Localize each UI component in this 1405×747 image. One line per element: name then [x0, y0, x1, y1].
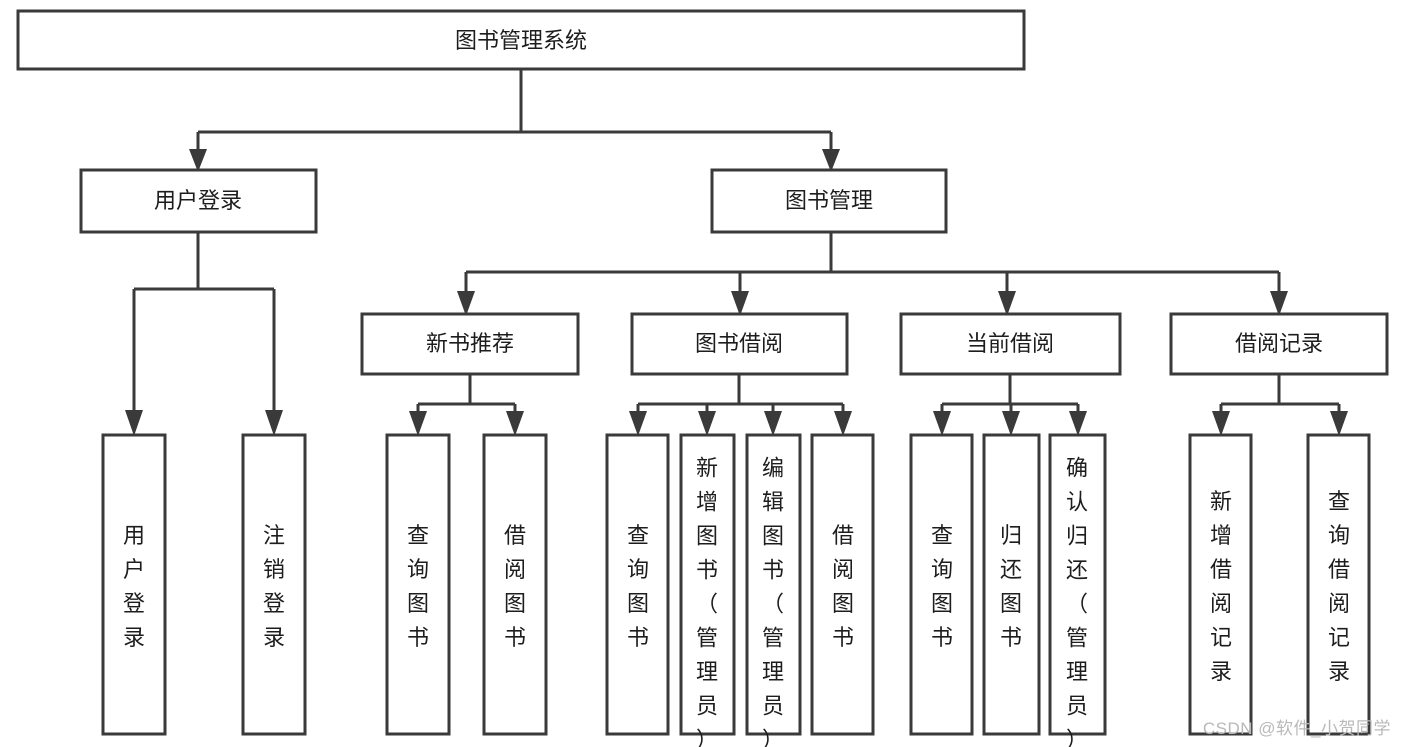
node-root[interactable]: 图书管理系统 [16, 9, 1026, 71]
arrow-to-current-borrow [998, 291, 1016, 316]
node-new-book-rec[interactable]: 新书推荐 [360, 312, 580, 376]
arrow-to-leaf-add-book [698, 411, 716, 436]
new-book-rec-label: 新书推荐 [426, 331, 514, 356]
node-leaf-add-record[interactable]: 新增借阅记录 [1188, 433, 1253, 736]
new-book-rec-box[interactable] [360, 312, 580, 376]
node-leaf-return-book[interactable]: 归还图书 [982, 433, 1041, 736]
leaf-layer: 用户登录 注销登录 查询图书 借阅图书 查询图书 新增图书（管理员） [101, 433, 1371, 747]
root-box[interactable] [16, 9, 1026, 71]
leaf-query-book-2-box[interactable] [605, 433, 670, 736]
arrow-to-borrow-record [1270, 291, 1288, 316]
leaf-borrow-book-2-box[interactable] [810, 433, 875, 736]
node-leaf-confirm-return[interactable]: 确认归还（管理员） [1048, 433, 1107, 747]
leaf-user-login-box[interactable] [101, 433, 167, 736]
leaf-add-book-label: 新增图书（管理员） [696, 456, 718, 747]
arrow-to-leaf-query-book-2 [629, 411, 647, 436]
arrow-to-leaf-query-book-3 [933, 411, 951, 436]
node-book-borrow[interactable]: 图书借阅 [630, 312, 849, 376]
leaf-query-book-1-box[interactable] [385, 433, 451, 736]
node-borrow-record[interactable]: 借阅记录 [1169, 312, 1389, 376]
user-login-label: 用户登录 [154, 188, 242, 213]
node-leaf-add-book[interactable]: 新增图书（管理员） [679, 433, 736, 747]
leaf-user-logout-box[interactable] [241, 433, 307, 736]
node-leaf-user-logout[interactable]: 注销登录 [241, 433, 307, 736]
leaf-query-book-1-label: 查询图书 [407, 523, 429, 650]
leaf-add-record-label: 新增借阅记录 [1210, 489, 1232, 684]
leaf-query-book-3-label: 查询图书 [931, 523, 953, 650]
leaf-user-login-label: 用户登录 [123, 523, 145, 650]
arrow-to-leaf-query-record [1330, 411, 1348, 436]
leaf-borrow-book-2-label: 借阅图书 [832, 523, 854, 650]
arrow-to-new-book-rec [457, 291, 475, 316]
node-current-borrow[interactable]: 当前借阅 [899, 312, 1122, 376]
leaf-add-book-box[interactable] [679, 433, 736, 736]
node-leaf-query-record[interactable]: 查询借阅记录 [1306, 433, 1371, 736]
node-user-login[interactable]: 用户登录 [79, 168, 318, 234]
node-leaf-query-book-1[interactable]: 查询图书 [385, 433, 451, 736]
leaf-query-book-3-box[interactable] [909, 433, 974, 736]
book-manage-box[interactable] [710, 168, 948, 234]
leaf-confirm-return-label: 确认归还（管理员） [1066, 456, 1088, 747]
leaf-borrow-book-1-box[interactable] [482, 433, 548, 736]
leaf-add-record-box[interactable] [1188, 433, 1253, 736]
user-login-box[interactable] [79, 168, 318, 234]
current-borrow-box[interactable] [899, 312, 1122, 376]
arrow-to-leaf-user-login [125, 410, 143, 436]
leaf-query-record-label: 查询借阅记录 [1328, 489, 1350, 684]
arrowhead-layer [125, 149, 1348, 436]
arrow-to-leaf-query-book-1 [409, 411, 427, 436]
book-borrow-label: 图书借阅 [695, 331, 783, 356]
node-leaf-borrow-book-1[interactable]: 借阅图书 [482, 433, 548, 736]
node-leaf-user-login[interactable]: 用户登录 [101, 433, 167, 736]
node-leaf-borrow-book-2[interactable]: 借阅图书 [810, 433, 875, 736]
current-borrow-label: 当前借阅 [966, 331, 1054, 356]
watermark-text: CSDN @软件_小贺同学 [1202, 719, 1391, 738]
leaf-return-book-box[interactable] [982, 433, 1041, 736]
arrow-to-leaf-add-record [1212, 411, 1230, 436]
book-manage-label: 图书管理 [785, 188, 873, 213]
leaf-confirm-return-box[interactable] [1048, 433, 1107, 736]
leaf-query-record-box[interactable] [1306, 433, 1371, 736]
arrow-to-leaf-confirm-return [1069, 411, 1087, 436]
leaf-borrow-book-1-label: 借阅图书 [504, 523, 526, 650]
leaf-edit-book-box[interactable] [745, 433, 802, 736]
borrow-record-label: 借阅记录 [1235, 331, 1323, 356]
leaf-query-book-2-label: 查询图书 [627, 523, 649, 650]
arrow-to-leaf-return-book [1002, 411, 1020, 436]
arrow-to-book-manage [822, 149, 840, 172]
node-leaf-query-book-2[interactable]: 查询图书 [605, 433, 670, 736]
arrow-to-leaf-user-logout [265, 410, 283, 436]
borrow-record-box[interactable] [1169, 312, 1389, 376]
node-leaf-edit-book[interactable]: 编辑图书（管理员） [745, 433, 802, 747]
arrow-to-user-login [189, 149, 207, 172]
root-label: 图书管理系统 [455, 28, 587, 53]
leaf-edit-book-label: 编辑图书（管理员） [762, 456, 784, 747]
book-borrow-box[interactable] [630, 312, 849, 376]
arrow-to-leaf-edit-book [764, 411, 782, 436]
node-leaf-query-book-3[interactable]: 查询图书 [909, 433, 974, 736]
node-book-manage[interactable]: 图书管理 [710, 168, 948, 234]
arrow-to-leaf-borrow-book-2 [834, 411, 852, 436]
leaf-return-book-label: 归还图书 [1000, 523, 1022, 650]
leaf-user-logout-label: 注销登录 [263, 523, 285, 650]
arrow-to-book-borrow [731, 291, 749, 316]
arrow-to-leaf-borrow-book-1 [506, 411, 524, 436]
